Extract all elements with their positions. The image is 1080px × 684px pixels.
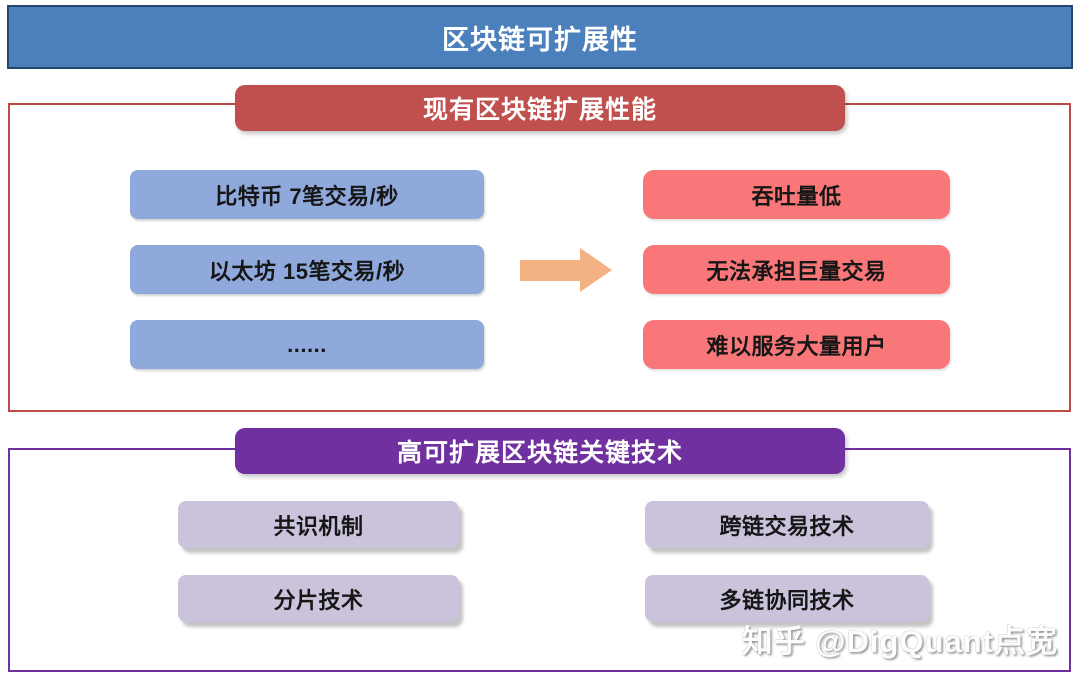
- tech-box-sharding: 分片技术: [178, 575, 459, 622]
- zhihu-watermark: 知乎 @DigQuant点宽: [741, 624, 1058, 659]
- tech-label: 分片技术: [273, 587, 364, 613]
- page-title: 区块链可扩展性: [442, 24, 638, 55]
- example-label: 以太坊 15笔交易/秒: [208, 258, 406, 284]
- problem-box-volume: 无法承担巨量交易: [643, 245, 950, 294]
- section-tech-title: 高可扩展区块链关键技术: [396, 439, 683, 467]
- arrow-shaft: [520, 260, 580, 281]
- tech-box-consensus: 共识机制: [178, 501, 459, 548]
- problem-label: 无法承担巨量交易: [706, 258, 887, 284]
- section-current-header: 现有区块链扩展性能: [235, 85, 845, 131]
- tech-label: 共识机制: [273, 513, 364, 539]
- problem-label: 吞吐量低: [751, 183, 842, 209]
- example-box-bitcoin: 比特币 7笔交易/秒: [130, 170, 484, 219]
- tech-label: 多链协同技术: [719, 587, 855, 613]
- example-label: 比特币 7笔交易/秒: [215, 183, 399, 209]
- title-banner: 区块链可扩展性: [7, 5, 1073, 69]
- tech-box-multichain: 多链协同技术: [645, 575, 929, 622]
- example-label: ......: [287, 331, 327, 357]
- problem-box-users: 难以服务大量用户: [643, 320, 950, 369]
- section-current-title: 现有区块链扩展性能: [422, 96, 657, 124]
- arrow-head: [580, 248, 612, 292]
- arrow-right-icon: [520, 248, 612, 293]
- problem-box-throughput: 吞吐量低: [643, 170, 950, 219]
- example-box-ellipsis: ......: [130, 320, 484, 369]
- example-box-ethereum: 以太坊 15笔交易/秒: [130, 245, 484, 294]
- section-tech-header: 高可扩展区块链关键技术: [235, 428, 845, 474]
- tech-label: 跨链交易技术: [719, 513, 855, 539]
- problem-label: 难以服务大量用户: [706, 333, 887, 359]
- tech-box-crosschain: 跨链交易技术: [645, 501, 929, 548]
